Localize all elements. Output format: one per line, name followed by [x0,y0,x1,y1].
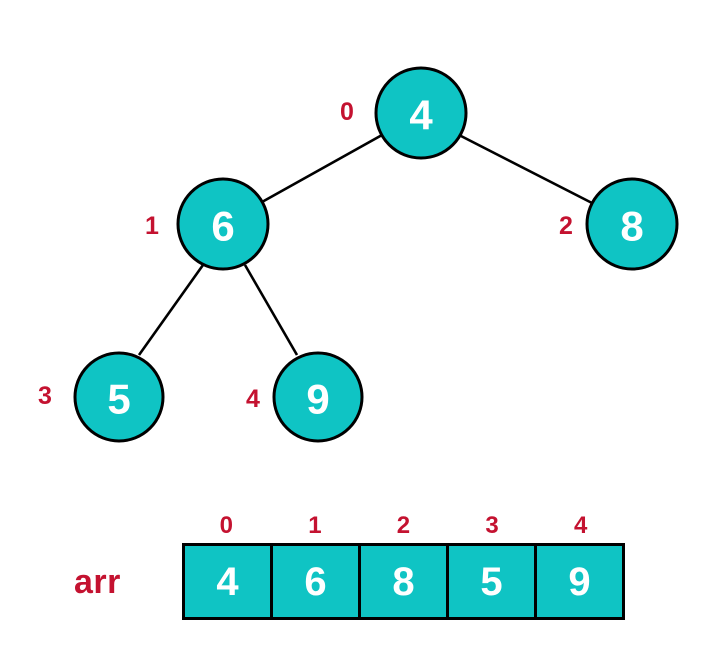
tree-node-2[interactable]: 8 [585,177,679,271]
tree-node-1-circle [176,177,270,271]
tree-node-2-index-label: 2 [559,212,573,240]
tree-node-0-circle [374,66,468,160]
tree-edge-root-to-right [460,134,593,205]
tree-node-0-value: 4 [409,92,433,139]
array-index-1: 1 [308,512,322,539]
tree-node-3-value: 5 [107,376,130,423]
array-index-2: 2 [396,512,411,539]
array-index-row: 0 1 2 3 4 [182,511,625,541]
array-cell-2[interactable]: 8 [361,546,449,617]
array-name-label: arr [74,563,121,601]
tree-node-4-index-label: 4 [246,385,260,413]
array-cell-1[interactable]: 6 [273,546,361,617]
array-cell-4-value: 9 [568,559,591,604]
array-container: 4 6 8 5 9 [182,543,625,620]
tree-node-1[interactable]: 6 [176,177,270,271]
tree-node-2-value: 8 [620,203,643,250]
tree-node-3-circle [73,351,165,443]
tree-edge-root-to-left [261,133,383,204]
tree-node-0-index-label: 0 [340,98,354,126]
array-cell-3[interactable]: 5 [449,546,537,617]
array-cell-4[interactable]: 9 [537,546,622,617]
tree-edge-left-to-leftleft [137,264,205,356]
tree-node-3[interactable]: 5 [73,351,165,443]
array-index-3: 3 [485,512,499,539]
tree-node-1-index-label: 1 [145,212,159,240]
array-cell-0[interactable]: 4 [185,546,273,617]
tree-node-4-circle [272,351,364,443]
tree-node-2-circle [585,177,679,271]
tree-edge-left-to-leftright [243,264,299,356]
array-index-0: 0 [219,512,233,539]
array-cell-3-value: 5 [480,559,503,604]
array-cell-2-value: 8 [392,559,415,604]
tree-node-1-value: 6 [211,203,234,250]
tree-node-4-value: 9 [306,376,329,423]
array-cell-1-value: 6 [304,559,327,604]
tree-node-0[interactable]: 4 [374,66,468,160]
array-index-4: 4 [573,512,588,539]
tree-node-4[interactable]: 9 [272,351,364,443]
array-cell-0-value: 4 [216,559,239,604]
tree-node-3-index-label: 3 [38,382,52,410]
